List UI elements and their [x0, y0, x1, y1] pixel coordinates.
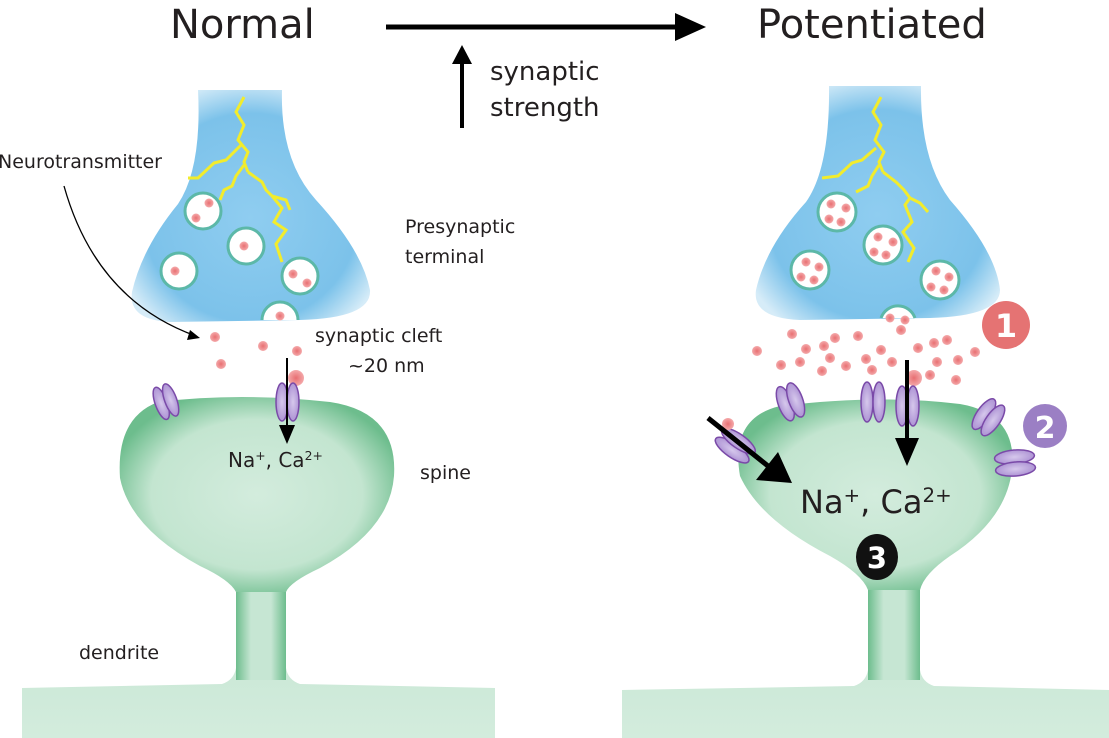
normal-panel	[22, 90, 495, 738]
cleft-width-label: ~20 nm	[348, 355, 425, 377]
neurotransmitter-molecule	[795, 357, 805, 367]
ion-flow-arrow	[706, 416, 770, 468]
neurotransmitter-molecule	[932, 357, 942, 367]
neurotransmitter-pointer	[63, 185, 197, 337]
neurotransmitter-molecule	[913, 343, 923, 353]
svg-text:3: 3	[867, 541, 887, 575]
vesicle	[919, 259, 961, 301]
neurotransmitter-molecule	[896, 325, 906, 335]
neurotransmitter-molecule	[876, 345, 886, 355]
neurotransmitter-molecule	[861, 354, 871, 364]
neurotransmitter-molecule	[867, 365, 877, 375]
vesicle	[226, 226, 266, 266]
synaptic-strength-label: synaptic strength	[490, 54, 600, 126]
spine-label: spine	[420, 462, 471, 484]
vesicle	[183, 191, 223, 231]
presynaptic-line1: Presynaptic	[405, 216, 516, 238]
fusing-vesicle	[260, 300, 300, 321]
neurotransmitter-molecule	[853, 331, 863, 341]
spine-head	[738, 399, 1013, 590]
ion-label-normal: Na+, Ca2+	[228, 448, 323, 472]
spine-head	[119, 397, 395, 592]
neurotransmitter-molecules	[210, 332, 304, 386]
vesicle	[159, 251, 199, 291]
badge-1: 1	[982, 301, 1030, 349]
receptor	[993, 449, 1037, 477]
synaptic-cleft-label: synaptic cleft	[315, 325, 443, 347]
neurotransmitter-molecule	[752, 346, 762, 356]
neurotransmitter-molecule	[817, 366, 827, 376]
neurotransmitter-molecule	[830, 333, 840, 343]
badge-2: 2	[1022, 403, 1068, 449]
receptor	[860, 381, 886, 423]
neurotransmitter-molecule	[929, 338, 939, 348]
neurotransmitter-molecule	[951, 375, 961, 385]
neurotransmitter-molecule	[887, 357, 897, 367]
neurotransmitter-molecule	[841, 361, 851, 371]
neurotransmitter-molecule	[819, 341, 829, 351]
presynaptic-terminal-label: Presynaptic terminal	[405, 212, 515, 272]
receptor	[775, 382, 806, 422]
normal-title: Normal	[170, 2, 315, 48]
axis-label-line2: strength	[490, 93, 600, 123]
neurotransmitter-molecule	[825, 353, 835, 363]
neurotransmitter-molecule	[787, 329, 797, 339]
receptor	[971, 398, 1006, 437]
receptor	[152, 383, 180, 421]
neurotransmitter-molecule	[801, 344, 811, 354]
dendrite-label: dendrite	[79, 642, 160, 664]
dendrite-shape	[622, 582, 1109, 738]
svg-text:2: 2	[1035, 411, 1056, 446]
neurotransmitter-molecule	[925, 370, 935, 380]
badge-3: 3	[856, 534, 898, 580]
synaptic-strength-arrow	[386, 13, 706, 128]
neurotransmitter-molecule	[953, 355, 963, 365]
neurotransmitter-molecule	[776, 360, 786, 370]
vesicle	[789, 249, 831, 291]
presynaptic-terminal	[131, 90, 371, 322]
neurotransmitter-molecule	[906, 370, 922, 386]
ion-label-potentiated: Na+, Ca2+	[800, 483, 952, 521]
neurotransmitter-molecule	[970, 347, 980, 357]
vesicle	[862, 224, 904, 266]
axis-label-line1: synaptic	[490, 57, 600, 87]
vesicle	[280, 256, 320, 296]
potentiated-panel	[622, 86, 1109, 738]
svg-text:1: 1	[995, 307, 1017, 345]
neurotransmitter-molecule	[942, 335, 952, 345]
potentiated-title: Potentiated	[757, 2, 987, 48]
neurotransmitter-label: Neurotransmitter	[0, 151, 162, 173]
vesicle	[816, 191, 858, 233]
neurotransmitter-molecules	[752, 325, 980, 386]
receptor	[275, 382, 300, 422]
presynaptic-line2: terminal	[405, 246, 485, 268]
